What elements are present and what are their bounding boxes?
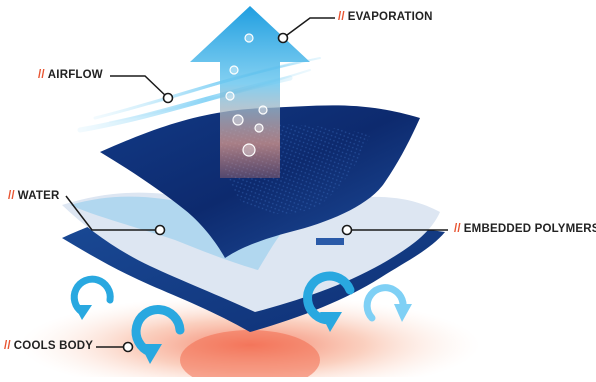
label-text: EMBEDDED POLYMERS xyxy=(463,223,596,235)
leader-lines xyxy=(65,17,448,348)
label-prefix: // xyxy=(8,190,15,202)
label-text: EVAPORATION xyxy=(347,11,433,23)
label-prefix: // xyxy=(454,223,461,235)
label-embedded-polymers: //EMBEDDED POLYMERS xyxy=(454,223,596,235)
label-water: //WATER xyxy=(8,190,59,202)
polymer-swatch xyxy=(316,238,344,245)
label-cools-body: //COOLS BODY xyxy=(4,340,93,352)
circular-arrow-icon xyxy=(70,271,407,357)
circle-pointer-icon xyxy=(122,32,353,353)
up-arrow-icon xyxy=(190,6,310,178)
circular-arrow-heads xyxy=(74,304,412,364)
label-text: WATER xyxy=(17,190,60,202)
label-prefix: // xyxy=(338,11,345,23)
label-text: AIRFLOW xyxy=(47,69,103,81)
label-text: COOLS BODY xyxy=(13,340,94,352)
label-prefix: // xyxy=(4,340,11,352)
body-heat-core xyxy=(180,330,320,382)
label-prefix: // xyxy=(38,69,45,81)
bubble-icon xyxy=(225,33,268,157)
label-evaporation: //EVAPORATION xyxy=(338,11,433,23)
label-airflow: //AIRFLOW xyxy=(38,69,103,81)
